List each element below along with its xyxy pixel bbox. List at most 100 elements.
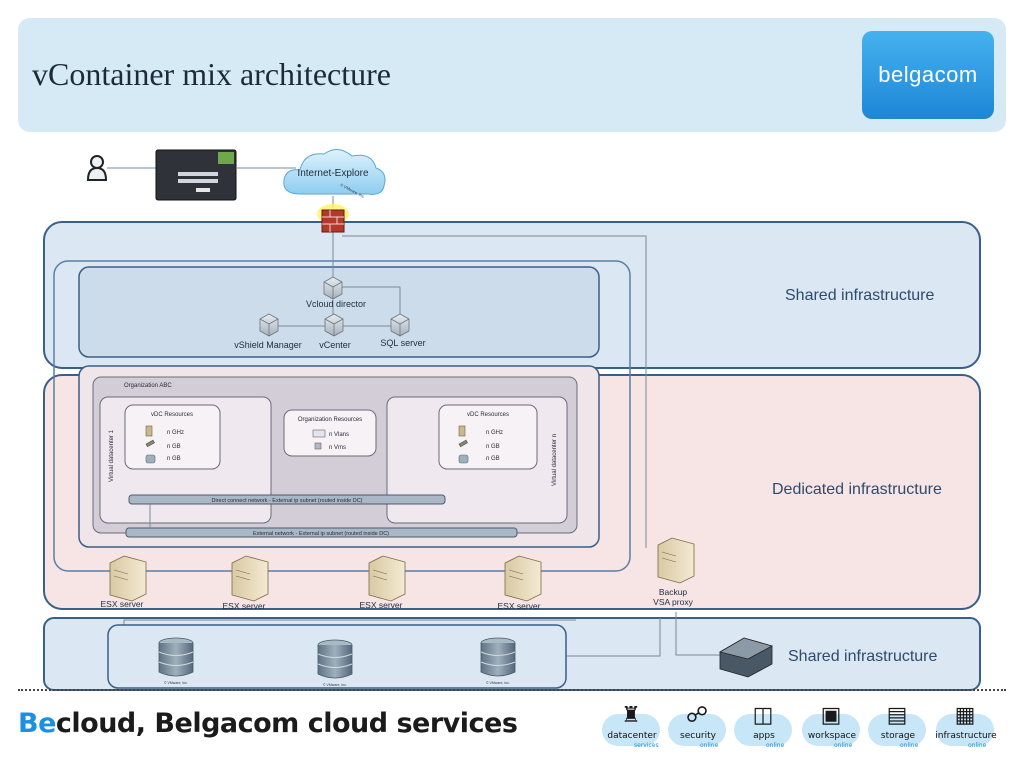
datacenter-icon: ♜	[621, 702, 641, 727]
footer-title-accent: Be	[18, 708, 56, 739]
vdc-left-resources-title: vDC Resources	[151, 412, 193, 418]
org-resources-title: Organization Resources	[298, 417, 362, 423]
vcenter-label: vCenter	[319, 340, 351, 350]
storage-icon: ▤	[886, 702, 908, 727]
service-name: storage	[880, 731, 916, 741]
service-name: workspace	[807, 731, 857, 741]
service-sub: online	[968, 742, 987, 749]
backup-storage-icon	[718, 637, 774, 678]
service-sub: online	[700, 742, 719, 749]
internet-cloud-icon	[283, 149, 386, 195]
footer-divider	[18, 689, 1006, 691]
service-cloud	[802, 714, 860, 746]
vdc-right-gb2: n GB	[486, 456, 500, 462]
service-workspace: ▣ workspace online	[800, 700, 864, 752]
service-storage: ▤ storage online	[866, 700, 930, 752]
shared-infrastructure-bottom-label: Shared infrastructure	[788, 648, 938, 665]
vsphere-container	[53, 260, 631, 572]
service-name: apps	[753, 731, 775, 741]
storage-credit-1: © VMware, Inc.	[164, 681, 188, 685]
esx-server-4-label: ESX server	[498, 601, 541, 611]
sql-server-icon	[390, 313, 410, 337]
esx-server-3	[368, 555, 406, 602]
vdc-left-gb2: n GB	[167, 456, 181, 462]
vshield-manager-label: vShield Manager	[234, 340, 302, 350]
service-cloud	[936, 714, 994, 746]
apps-icon: ◫	[752, 702, 774, 727]
backup-server	[657, 537, 695, 584]
esx-server-4	[504, 555, 542, 602]
service-sub: services	[634, 742, 659, 749]
title-bar: vContainer mix architecture belgacom	[18, 18, 1006, 132]
service-apps: ◫ apps online	[732, 700, 796, 752]
memory-icon	[145, 439, 468, 448]
vm-icon	[314, 442, 322, 450]
vdc-left-gb1: n GB	[167, 444, 181, 450]
management-box	[78, 266, 600, 358]
service-datacenter: ♜ datacenter services	[600, 700, 664, 752]
backup-label-line1: Backup	[659, 587, 688, 597]
user-icon	[86, 155, 108, 181]
esx-server-2	[231, 555, 269, 602]
service-name: security	[680, 731, 716, 741]
esx-server-1-label: ESX server	[101, 599, 144, 609]
org-vms: n Vms	[329, 445, 346, 451]
external-network-label: External network - External ip subnet (r…	[253, 531, 389, 537]
organization-title: Organization ABC	[124, 383, 172, 389]
direct-network-label: Direct connect network - External ip sub…	[211, 498, 362, 504]
disk-icon	[145, 454, 469, 464]
security-icon: ☍	[685, 702, 709, 727]
workspace-icon: ▣	[820, 702, 842, 727]
service-name: infrastructure	[935, 731, 997, 741]
vdc-right-resources	[438, 404, 538, 470]
vdc-left-vertical-label: Virtual datacenter 1	[109, 429, 115, 482]
esx-server-2-label: ESX server	[223, 601, 266, 611]
service-infrastructure: ▦ infrastructure online	[934, 700, 998, 752]
footer-title-rest: cloud, Belgacom cloud services	[55, 708, 518, 739]
cloud-label: Internet-Explore	[297, 168, 369, 179]
org-vlans: n Vlans	[329, 432, 349, 438]
service-cloud	[734, 714, 792, 746]
service-sub: online	[900, 742, 919, 749]
vdc-right-resources-title: vDC Resources	[467, 412, 509, 418]
vlan-icon	[312, 429, 326, 438]
service-security: ☍ security online	[666, 700, 730, 752]
shared-infrastructure-top-label: Shared infrastructure	[785, 287, 935, 304]
service-sub: online	[766, 742, 785, 749]
login-screen-icon	[155, 149, 237, 201]
vdc-right-ghz: n GHz	[486, 430, 503, 436]
service-name: datacenter	[607, 731, 657, 741]
storage-db-3	[480, 637, 516, 677]
service-cloud	[668, 714, 726, 746]
page-title: vContainer mix architecture	[32, 56, 391, 92]
dedicated-infrastructure-label: Dedicated infrastructure	[772, 481, 942, 498]
vcloud-director-icon	[323, 276, 343, 300]
org-resources-box	[283, 409, 377, 457]
infrastructure-icon: ▦	[954, 702, 976, 727]
service-sub: online	[834, 742, 853, 749]
vcloud-director-label: Vcloud director	[306, 299, 366, 309]
vshield-manager-icon	[259, 313, 279, 337]
storage-credit-2: © VMware, Inc.	[323, 683, 347, 687]
belgacom-logo: belgacom	[862, 31, 994, 119]
storage-credit-3: © VMware, Inc.	[486, 681, 510, 685]
external-network-bar	[125, 527, 518, 538]
firewall-icon	[317, 204, 349, 233]
vdc-left-ghz: n GHz	[167, 430, 184, 436]
vdc-right-gb1: n GB	[486, 444, 500, 450]
esx-server-1	[109, 555, 147, 602]
service-cloud	[602, 714, 660, 746]
esx-server-3-label: ESX server	[360, 600, 403, 610]
direct-connect-network-bar	[128, 494, 446, 505]
sql-server-label: SQL server	[380, 338, 425, 348]
storage-db-1	[158, 637, 194, 677]
vcenter-icon	[324, 313, 344, 337]
backup-label-line2: VSA proxy	[653, 597, 693, 607]
cpu-icon	[145, 425, 466, 437]
footer-title: Becloud, Belgacom cloud services	[18, 708, 518, 739]
vdc-left-resources	[124, 404, 221, 470]
storage-db-2	[317, 639, 353, 679]
vdc-right-vertical-label: Virtual datacenter n	[552, 434, 558, 486]
service-cloud	[868, 714, 926, 746]
